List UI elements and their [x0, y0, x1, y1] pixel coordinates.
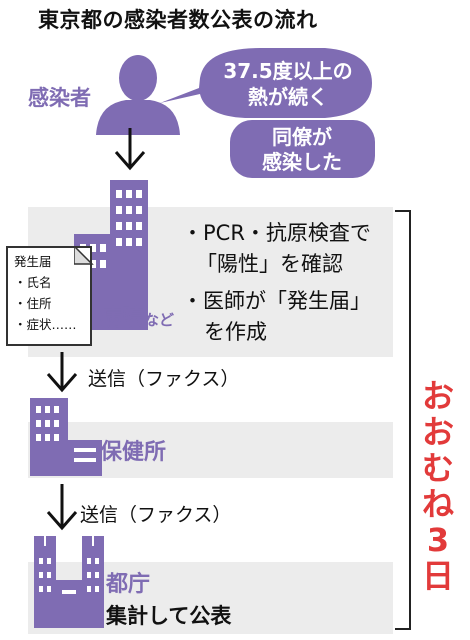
hospital-step-2-line-1: ・医師が「発生届」	[182, 289, 371, 313]
bubble-1-line-2: 熱が続く	[248, 85, 328, 109]
arrow-down-icon	[46, 484, 78, 531]
patient-graphic: 37.5度以上の 熱が続く 同僚が 感染した	[96, 48, 375, 178]
duration-label: お お む ね 3 日	[418, 378, 458, 594]
arrow-down-icon	[114, 128, 146, 171]
bubble-2-line-2: 感染した	[262, 150, 342, 174]
metro-action: 集計して公表	[106, 604, 232, 628]
hospital-step-1-line-1: ・PCR・抗原検査で	[182, 221, 371, 245]
hospital-suffix: など	[144, 311, 175, 329]
hospital-step-1: ・PCR・抗原検査で 「陽性」を確認	[182, 218, 371, 280]
note-item: ・氏名	[14, 275, 52, 290]
hospital-step-1-line-2: 「陽性」を確認	[196, 252, 343, 276]
person-icon	[96, 55, 180, 135]
hospital-label: 病院など	[100, 300, 174, 332]
send-fax-label-2: 送信（ファクス）	[80, 504, 232, 526]
bubble-1	[160, 48, 372, 118]
duration-char: 日	[421, 557, 454, 595]
note-title: 発生届	[14, 254, 52, 269]
duration-char: む	[421, 449, 454, 487]
bubble-1-line-1: 37.5度以上の	[223, 59, 352, 83]
hospital-step-2-line-2: を作成	[204, 320, 267, 344]
duration-bracket	[395, 210, 411, 630]
hospital-steps: ・PCR・抗原検査で 「陽性」を確認 ・医師が「発生届」 を作成	[182, 218, 371, 348]
send-fax-label-1: 送信（ファクス）	[88, 368, 240, 390]
duration-char: 3	[426, 521, 450, 559]
bubble-2-line-1: 同僚が	[272, 125, 332, 149]
duration-char: お	[421, 377, 454, 415]
duration-char: ね	[421, 485, 454, 523]
hospital-step-2: ・医師が「発生届」 を作成	[182, 286, 371, 348]
bubble-2	[230, 120, 375, 178]
metro-government-building-icon	[34, 536, 104, 628]
note-item: ・症状……	[14, 317, 77, 332]
metro-label: 都庁	[106, 572, 151, 597]
duration-char: お	[421, 413, 454, 451]
note-item: ・住所	[14, 296, 52, 311]
health-center-label: 保健所	[100, 440, 167, 465]
patient-label: 感染者	[28, 86, 91, 110]
note-corner	[74, 246, 94, 265]
diagram-title: 東京都の感染者数公表の流れ	[38, 8, 318, 32]
arrow-down-icon	[46, 352, 78, 393]
hospital-name: 病院	[100, 306, 145, 331]
health-center-building-icon	[30, 398, 102, 476]
